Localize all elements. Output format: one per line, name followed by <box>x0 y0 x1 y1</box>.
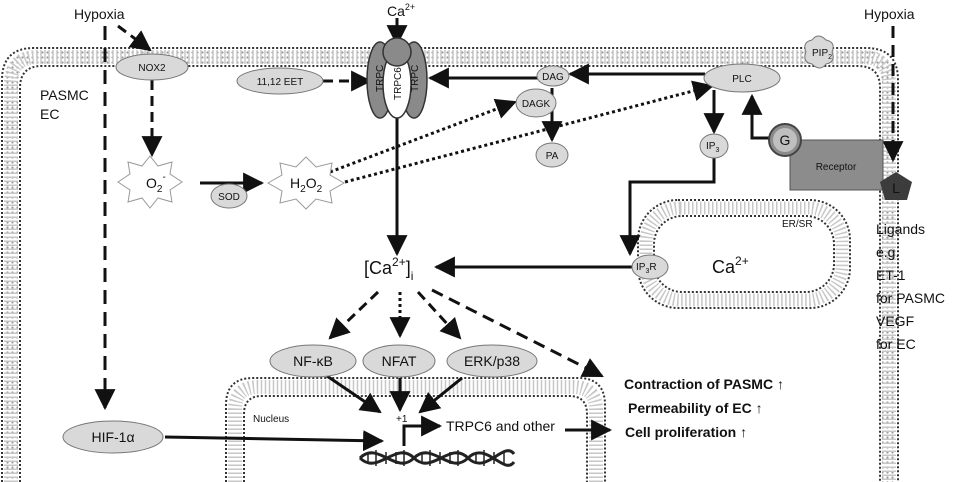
plc-label: PLC <box>732 74 751 85</box>
ip3r: IP3R <box>631 254 669 280</box>
pa-label: PA <box>546 151 559 162</box>
trpc-channel: TRPC TRPC6 TRPC <box>366 37 428 119</box>
nfkb-label: NF-κB <box>293 353 333 369</box>
superoxide: O2- <box>117 155 183 209</box>
ip3: IP3 <box>699 133 729 159</box>
outcome-line: Contraction of PASMC ↑ <box>624 376 784 392</box>
cai-label: [Ca2+]i <box>364 255 413 283</box>
arrow-erk-gene <box>418 376 463 414</box>
pa: PA <box>535 142 569 168</box>
ligands-line: VEGF <box>876 313 914 329</box>
plus1-label: +1 <box>396 414 408 425</box>
er-sr-membrane <box>637 199 851 309</box>
pasmc-label: PASMC <box>40 87 89 103</box>
receptor: Receptor <box>789 139 884 191</box>
trpc6-gene-label: TRPC6 and other <box>446 418 555 434</box>
arrow-hypoxia-nox2 <box>117 24 152 52</box>
trpc-right-label: TRPC <box>410 65 421 92</box>
outcome-line: Permeability of EC ↑ <box>628 400 763 416</box>
hif: HIF-1α <box>62 420 164 454</box>
arrow-transcription <box>402 415 443 446</box>
eet: 11,12 EET <box>236 67 324 95</box>
hypoxia-left-label: Hypoxia <box>74 6 125 22</box>
nfat: NFAT <box>362 344 436 378</box>
nox2: NOX2 <box>115 53 189 81</box>
nucleus-label: Nucleus <box>253 414 289 425</box>
ip3-label: IP3 <box>706 141 719 154</box>
arrow-cai-outcomes <box>431 288 604 378</box>
ligands-line: e.g. <box>876 244 899 260</box>
outcomes-text: Contraction of PASMC ↑ Permeability of E… <box>624 376 784 440</box>
nucleus-membrane <box>225 377 606 482</box>
ligands-text: Ligands e.g. ET-1 for PASMC VEGF for EC <box>876 221 945 352</box>
arrow-cai-erk <box>416 290 462 340</box>
nfat-label: NFAT <box>382 353 417 369</box>
arrow-nfkb-gene <box>326 374 382 414</box>
plc: PLC <box>703 63 781 93</box>
sod: SOD <box>210 183 248 209</box>
erk: ERK/p38 <box>446 344 538 378</box>
ligands-line: for EC <box>876 336 916 352</box>
dagk: DAGK <box>515 88 557 118</box>
sod-label: SOD <box>218 192 240 203</box>
arrow-h2o2-dagk <box>329 98 517 174</box>
hif-label: HIF-1α <box>91 429 134 445</box>
ligand-label: L <box>892 180 900 196</box>
arrow-hif-gene <box>164 430 385 452</box>
nfkb: NF-κB <box>269 344 357 378</box>
ca-top-label: Ca2+ <box>387 2 415 19</box>
hypoxia-right-label: Hypoxia <box>864 6 915 22</box>
h2o2-label: H2O2 <box>290 175 323 195</box>
eet-label: 11,12 EET <box>257 77 304 88</box>
ligands-line: ET-1 <box>876 267 906 283</box>
receptor-label: Receptor <box>816 162 857 173</box>
ligands-line: Ligands <box>876 221 925 237</box>
g-label: G <box>780 132 791 148</box>
hydrogen-peroxide: H2O2 <box>266 156 346 210</box>
arrow-ip3-ip3r <box>619 158 716 257</box>
outcome-line: Cell proliferation ↑ <box>625 424 747 440</box>
dna-icon <box>358 449 516 467</box>
pip2-label: PIP2 <box>812 48 832 61</box>
ec-label: EC <box>40 106 59 122</box>
o2-label: O2- <box>146 172 166 195</box>
dag-label: DAG <box>542 72 564 83</box>
g-protein: G <box>768 123 802 157</box>
cell-membrane <box>1 47 899 482</box>
ip3r-label: IP3R <box>636 262 657 275</box>
ligand: L <box>880 172 912 200</box>
pip2: PIP2 <box>804 35 834 69</box>
dagk-label: DAGK <box>522 99 551 110</box>
ligands-line: for PASMC <box>876 290 945 306</box>
nox2-label: NOX2 <box>138 63 166 74</box>
trpc6-label: TRPC6 <box>393 67 404 100</box>
trpc-left-label: TRPC <box>375 65 386 92</box>
erk-label: ERK/p38 <box>464 353 520 369</box>
arrow-cai-nfkb <box>328 290 380 340</box>
dag: DAG <box>536 65 570 87</box>
ca-er-label: Ca2+ <box>712 254 749 277</box>
er-sr-label: ER/SR <box>782 219 813 230</box>
